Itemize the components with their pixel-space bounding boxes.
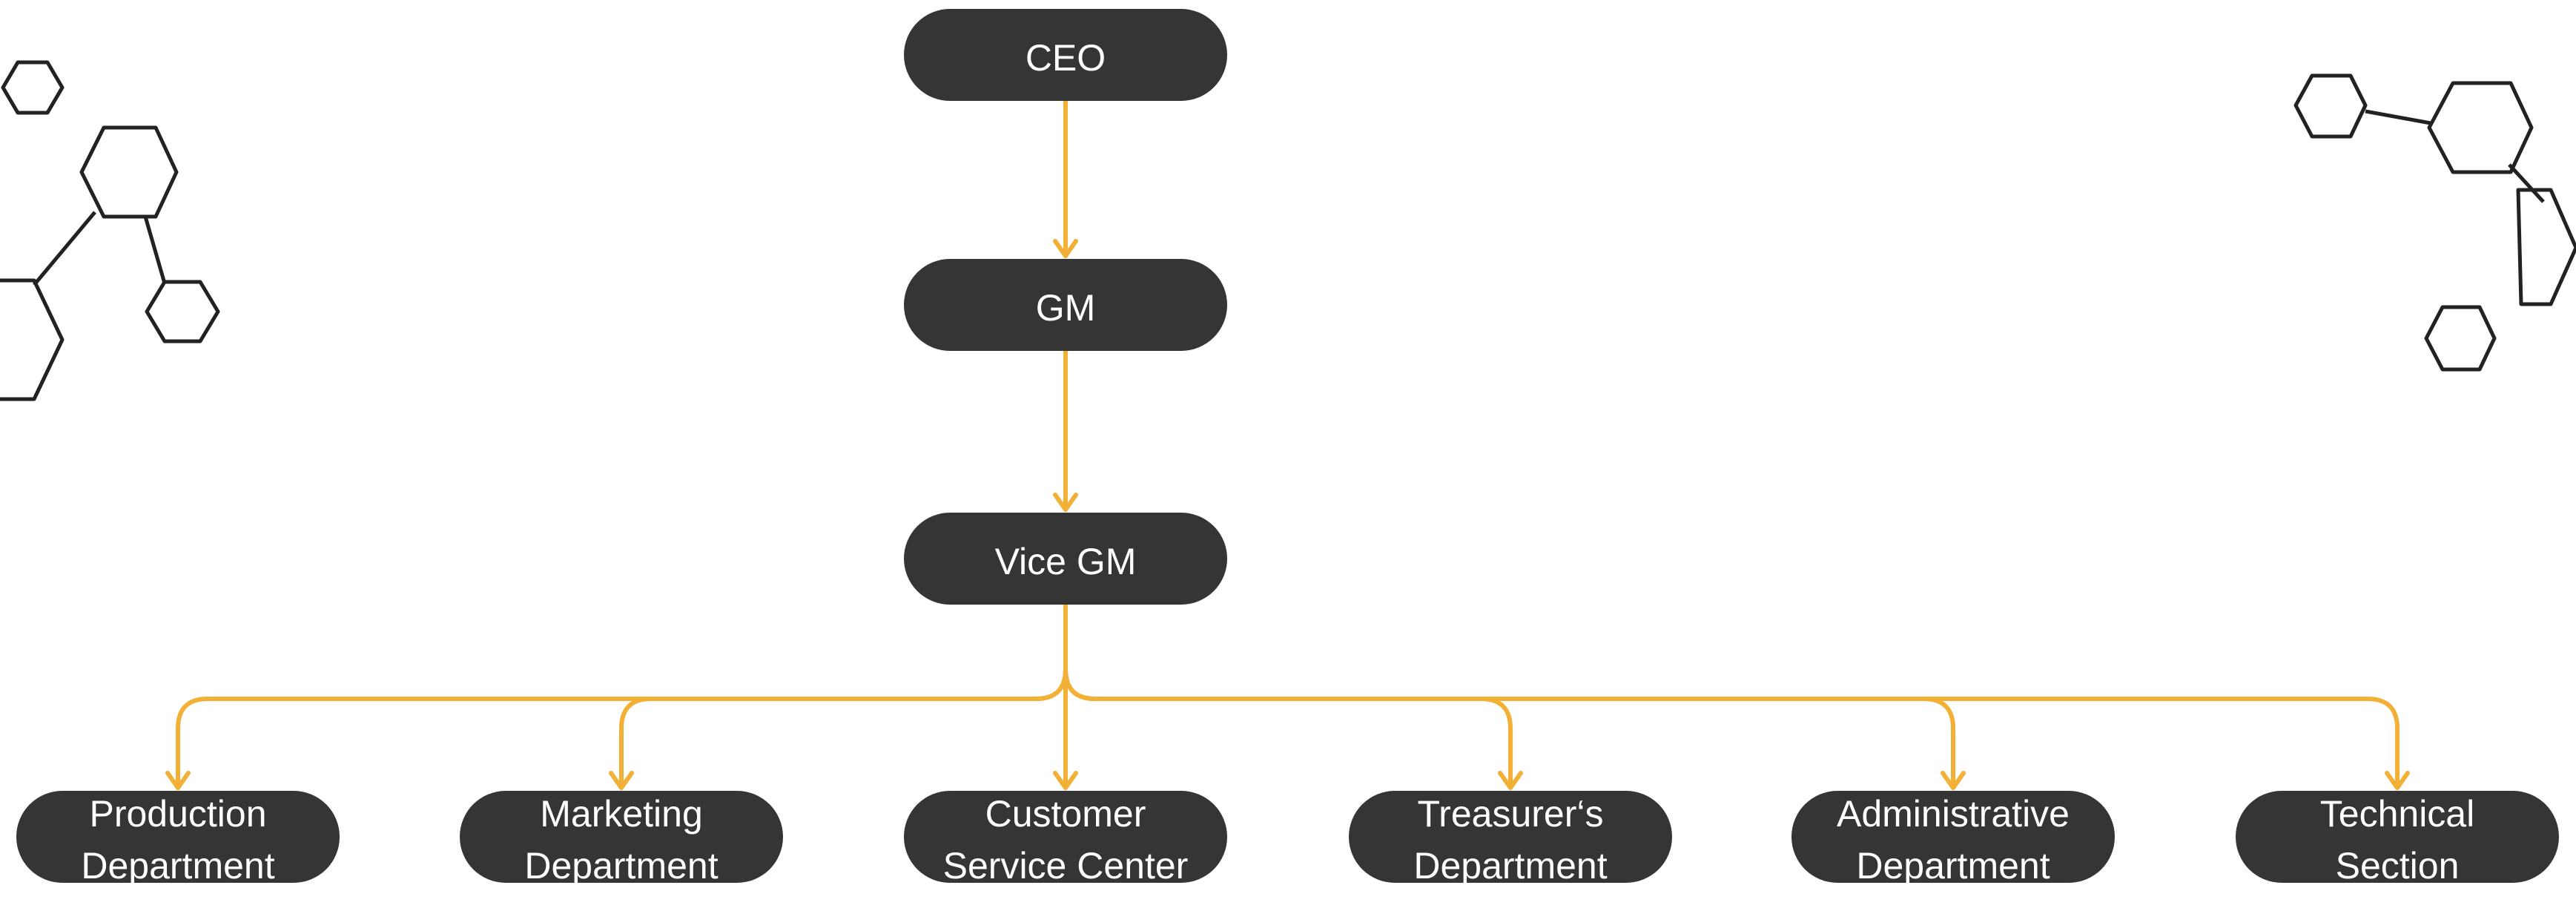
node-marketing-label: Marketing	[540, 793, 703, 835]
node-vice-gm-box	[904, 513, 1227, 605]
node-customer-service-label: Customer	[985, 793, 1146, 835]
node-administrative-label: Administrative	[1837, 793, 2070, 835]
node-marketing-box	[460, 791, 783, 883]
node-technical-label: Section	[2336, 845, 2460, 887]
node-gm-label: GM	[1036, 287, 1096, 329]
node-administrative-box	[1791, 791, 2115, 883]
node-technical-box	[2236, 791, 2559, 883]
connector-gm-to-vice-gm-arrowhead	[1053, 493, 1078, 512]
node-gm: GM	[904, 259, 1227, 351]
connector-vice-gm-to-marketing-arrowhead	[609, 771, 634, 790]
connector-ceo-to-gm-arrowhead	[1053, 239, 1078, 258]
node-vice-gm-label: Vice GM	[995, 541, 1137, 582]
node-treasurer-label: Department	[1413, 845, 1607, 887]
node-vice-gm: Vice GM	[904, 513, 1227, 605]
node-ceo: CEO	[904, 9, 1227, 101]
node-production-label: Department	[81, 845, 274, 887]
node-gm-box	[904, 259, 1227, 351]
connector-vice-gm-to-technical	[1063, 602, 2400, 790]
connector-vice-gm-to-customer-service-arrowhead	[1053, 771, 1078, 790]
left-hexagon-molecule-icon	[0, 60, 220, 401]
connector-vice-gm-to-technical-arrowhead	[2385, 771, 2410, 790]
node-production-box	[16, 791, 340, 883]
connector-vice-gm-to-production-arrowhead	[165, 771, 191, 790]
node-technical-label: Technical	[2320, 793, 2474, 835]
node-treasurer-label: Treasurer‘s	[1418, 793, 1604, 835]
right-hexagon-molecule-icon	[2293, 73, 2576, 372]
connector-vice-gm-to-administrative-arrowhead	[1941, 771, 1966, 790]
node-customer-service-box	[904, 791, 1227, 883]
connectors	[165, 99, 2410, 790]
connector-vice-gm-to-marketing	[619, 602, 1068, 790]
node-administrative-label: Department	[1856, 845, 2050, 887]
connector-vice-gm-to-treasurer-arrowhead	[1498, 771, 1523, 790]
node-ceo-box	[904, 9, 1227, 101]
connector-vice-gm-to-treasurer	[1063, 602, 1513, 790]
node-ceo-label: CEO	[1026, 37, 1106, 79]
node-marketing-label: Department	[524, 845, 718, 887]
node-treasurer-box	[1349, 791, 1672, 883]
node-customer-service-label: Service Center	[943, 845, 1189, 887]
node-production-label: Production	[89, 793, 266, 835]
